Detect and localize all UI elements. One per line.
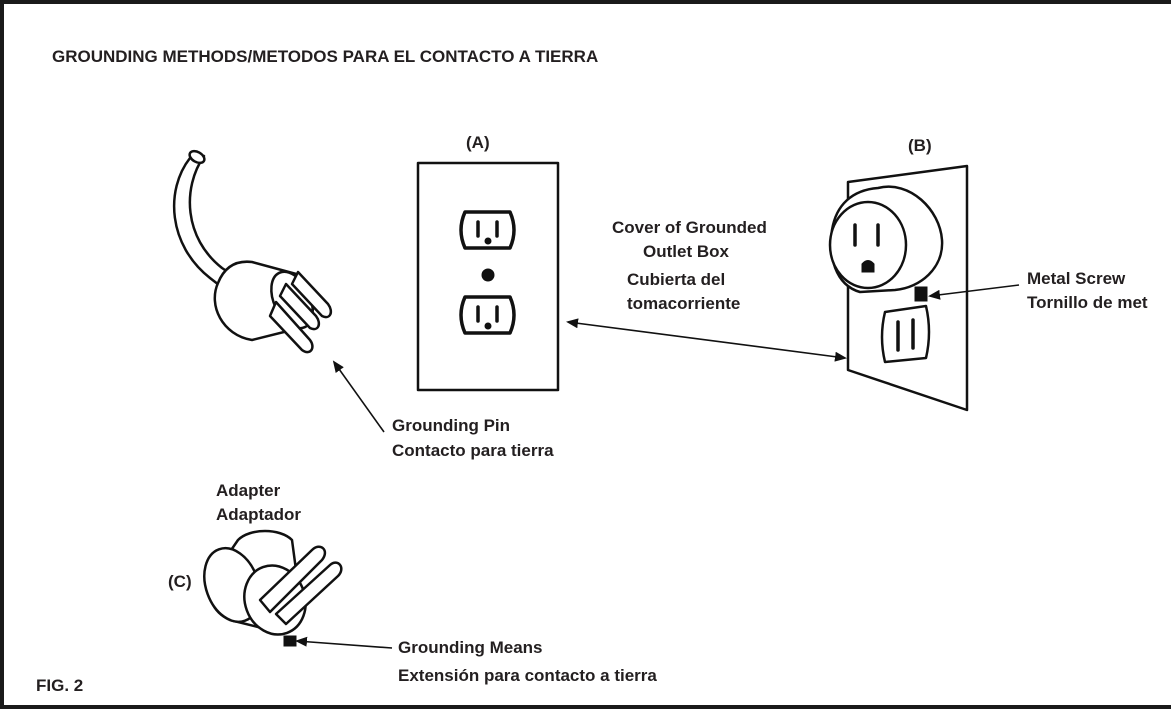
receptacle-bottom: [459, 295, 516, 335]
pin-label-es: Contacto para tierra: [392, 441, 554, 460]
label-b: (B): [908, 136, 932, 155]
adapter-label-es: Adaptador: [216, 505, 301, 524]
metal-screw: [914, 286, 928, 302]
adapter-c-illustration: [203, 529, 343, 647]
screw-arrow: [928, 284, 1020, 300]
outlet-a-illustration: [416, 161, 560, 392]
means-label-en: Grounding Means: [398, 638, 543, 657]
label-a: (A): [466, 133, 490, 152]
means-arrow: [295, 636, 393, 649]
cover-label-en-1: Cover of Grounded: [612, 218, 767, 237]
grounding-tab: [283, 635, 297, 647]
diagram-title: GROUNDING METHODS/METODOS PARA EL CONTAC…: [52, 47, 598, 66]
cover-label-es-1: Cubierta del: [627, 270, 725, 289]
outlet-b-illustration: [828, 164, 969, 412]
figure-label: FIG. 2: [36, 676, 83, 695]
screw-label-en: Metal Screw: [1027, 269, 1126, 288]
cover-label-en-2: Outlet Box: [643, 242, 729, 261]
receptacle-top: [459, 210, 516, 250]
pin-arrow: [332, 360, 385, 433]
means-label-es: Extensión para contacto a tierra: [398, 666, 657, 685]
three-prong-plug-illustration: [172, 149, 333, 354]
screw-label-es: Tornillo de met: [1027, 293, 1148, 312]
center-screw: [481, 268, 495, 282]
cover-label-es-2: tomacorriente: [627, 294, 740, 313]
cover-double-arrow: [566, 318, 847, 362]
pin-label-en: Grounding Pin: [392, 416, 510, 435]
label-c: (C): [168, 572, 192, 591]
adapter-label-en: Adapter: [216, 481, 281, 500]
